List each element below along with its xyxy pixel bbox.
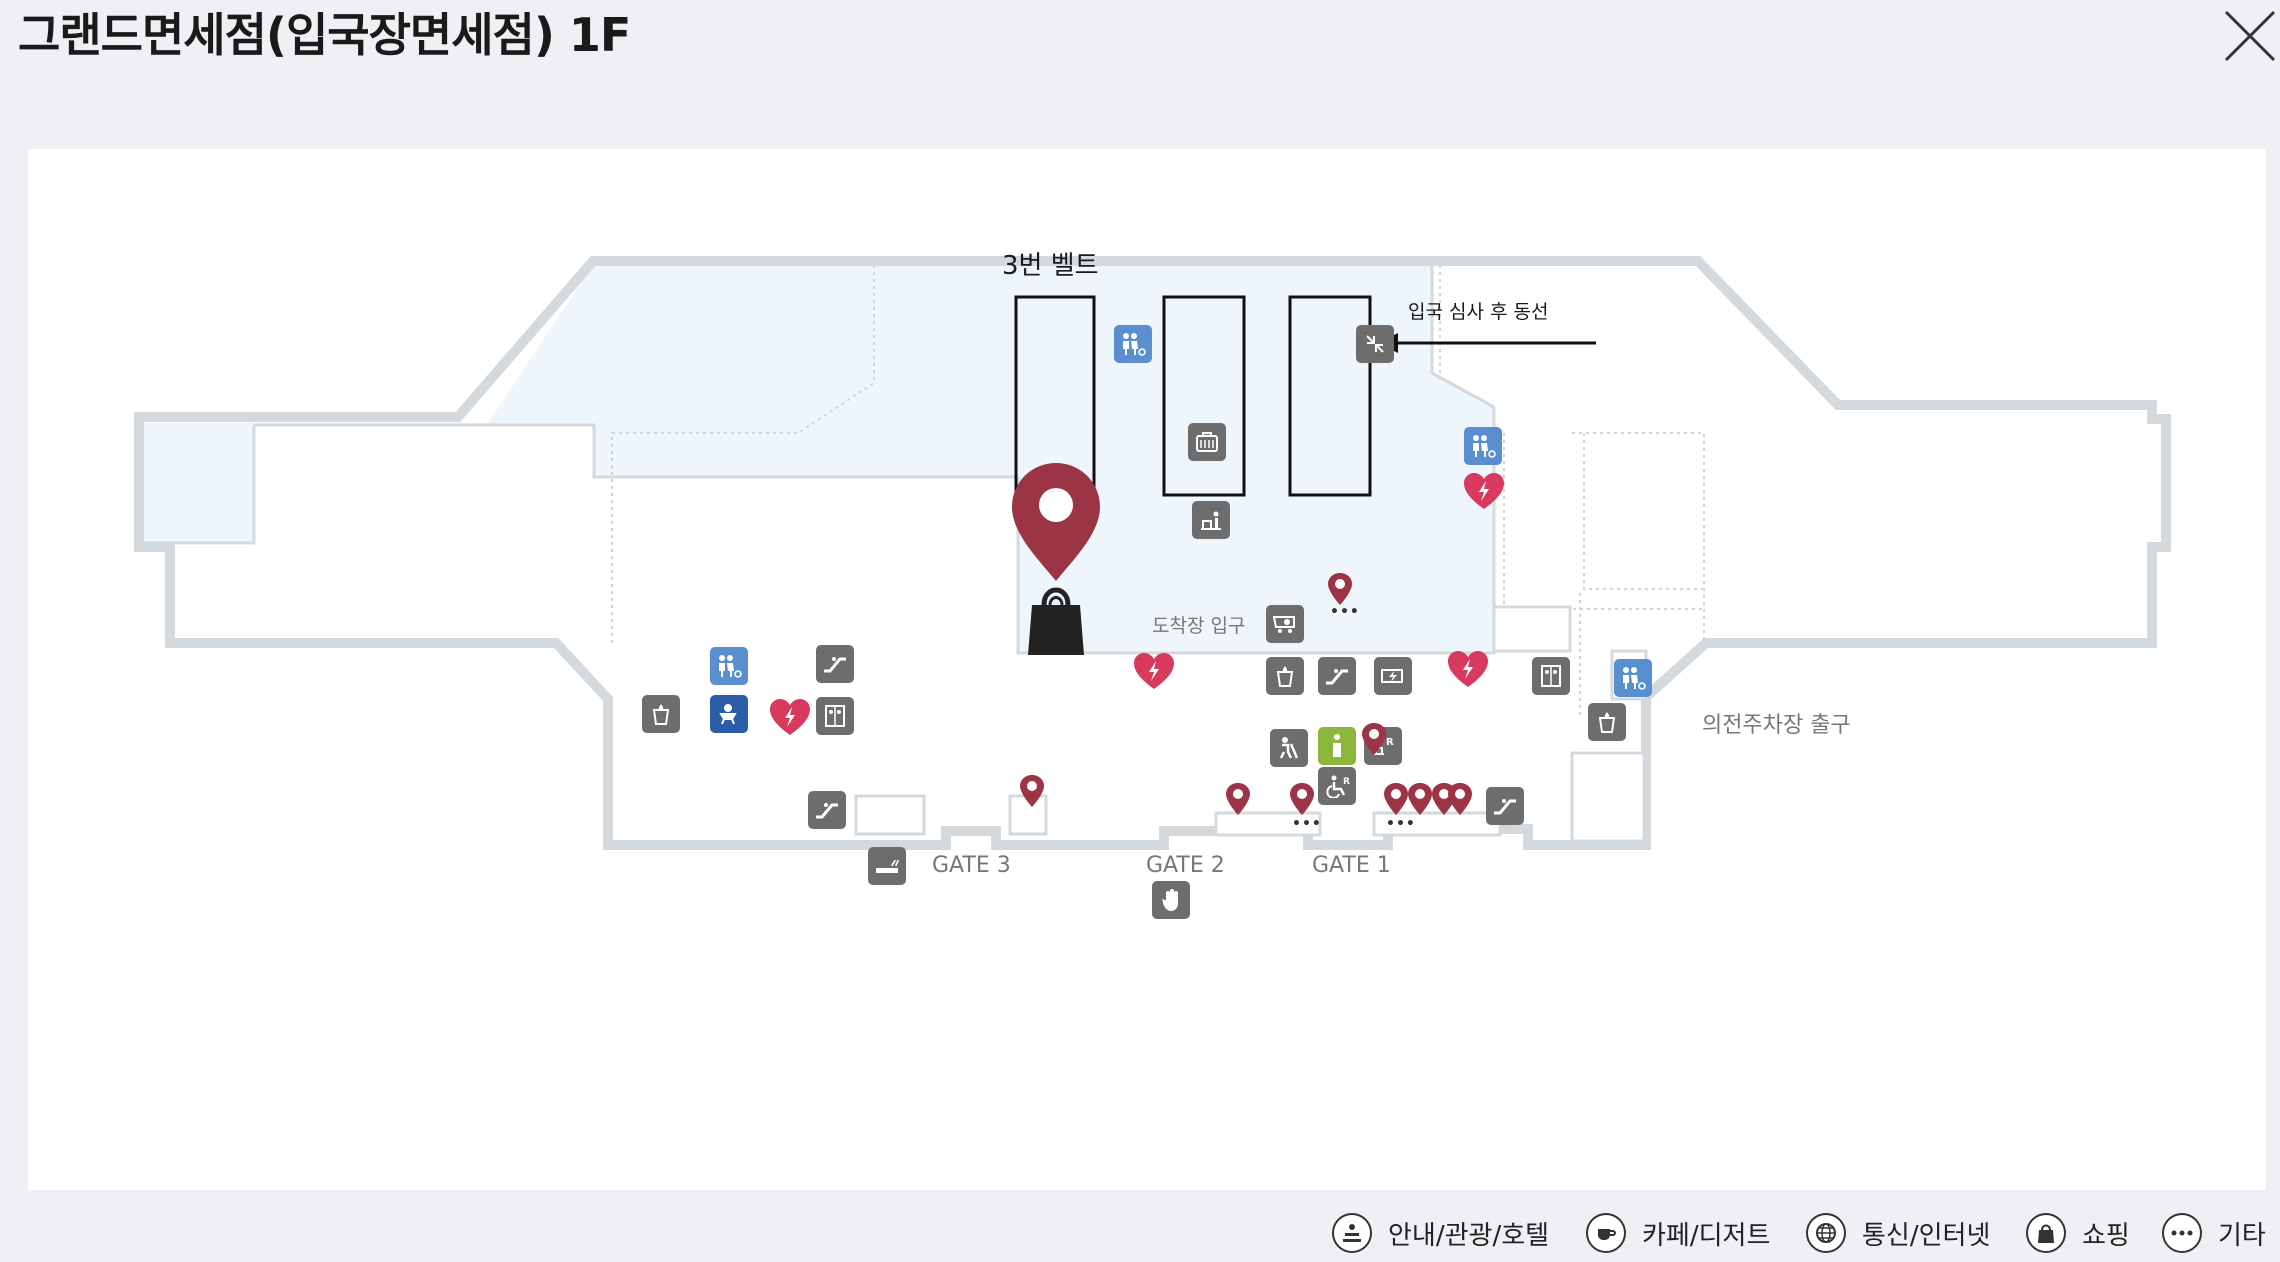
aed-icon[interactable] — [1448, 651, 1488, 689]
hand-sanitizer-icon[interactable] — [1152, 881, 1190, 919]
more-icon: ••• — [1386, 816, 1416, 832]
elevator-icon[interactable] — [1532, 657, 1570, 695]
arrival-entrance-label: 도착장 입구 — [1152, 615, 1246, 637]
cart-icon[interactable] — [1266, 605, 1304, 643]
legend-item-info[interactable]: 안내/관광/호텔 — [1332, 1210, 1549, 1256]
page-title: 그랜드면세점(입국장면세점) 1F — [18, 8, 631, 62]
legend-label: 통신/인터넷 — [1862, 1220, 1991, 1251]
poi-pin-icon[interactable] — [1408, 783, 1432, 815]
cafe-icon — [1586, 1213, 1626, 1253]
nursing-room-icon[interactable] — [710, 695, 748, 733]
poi-pin-icon[interactable] — [1362, 723, 1386, 755]
legend-label: 쇼핑 — [2082, 1220, 2130, 1251]
elevator-icon[interactable] — [816, 697, 854, 735]
poi-pin-icon[interactable] — [1328, 573, 1352, 605]
drinking-water-icon[interactable] — [642, 695, 680, 733]
shopping-bag-icon — [2026, 1213, 2066, 1253]
restroom-icon[interactable] — [1464, 427, 1502, 465]
more-icon: ••• — [1330, 604, 1360, 620]
room — [1570, 751, 1646, 843]
restricted-zone — [140, 261, 1494, 653]
interior-walls — [140, 261, 1496, 655]
baggage-belt — [1288, 295, 1372, 497]
location-pin — [1012, 463, 1100, 581]
poi-pin-icon[interactable] — [1448, 783, 1472, 815]
room — [854, 794, 926, 836]
svg-text:R: R — [1386, 737, 1394, 748]
drinking-water-icon[interactable] — [1588, 703, 1626, 741]
poi-pin-icon[interactable] — [1384, 783, 1408, 815]
floor-plan — [134, 256, 2171, 850]
parking-exit-label: 의전주차장 출구 — [1702, 713, 1851, 738]
legend-label: 기타 — [2218, 1220, 2266, 1251]
charging-icon[interactable] — [1374, 657, 1412, 695]
legend-label: 안내/관광/호텔 — [1388, 1220, 1550, 1251]
poi-pin-icon[interactable] — [1290, 783, 1314, 815]
restroom-icon[interactable] — [1114, 325, 1152, 363]
room — [1008, 794, 1048, 836]
info-desk-icon — [1332, 1213, 1372, 1253]
customs-icon[interactable] — [1356, 325, 1394, 363]
close-icon — [2224, 10, 2276, 62]
poi-pin-icon[interactable] — [1020, 775, 1044, 807]
restroom-icon[interactable] — [1614, 659, 1652, 697]
escalator-icon[interactable] — [808, 791, 846, 829]
gate-3-label: GATE 3 — [932, 853, 1011, 878]
baggage-icon[interactable] — [1188, 423, 1226, 461]
legend-item-cafe[interactable]: 카페/디저트 — [1586, 1210, 1770, 1256]
svg-text:R: R — [1343, 777, 1350, 787]
information-icon[interactable] — [1318, 727, 1356, 765]
gate-2-label: GATE 2 — [1146, 853, 1225, 878]
belt-label: 3번 벨트 — [1002, 251, 1099, 281]
legend-item-other[interactable]: 기타 — [2162, 1210, 2266, 1256]
drinking-water-icon[interactable] — [1266, 657, 1304, 695]
globe-icon — [1806, 1213, 1846, 1253]
legend-item-shopping[interactable]: 쇼핑 — [2026, 1210, 2130, 1256]
legend-item-internet[interactable]: 통신/인터넷 — [1806, 1210, 1990, 1256]
information-counter-icon[interactable] — [1192, 501, 1230, 539]
room — [1492, 605, 1572, 653]
accessibility-guide-icon[interactable] — [1270, 729, 1308, 767]
more-icon — [2162, 1213, 2202, 1253]
accessible-service-icon[interactable]: R — [1318, 767, 1356, 805]
escalator-icon[interactable] — [816, 645, 854, 683]
gate-1-label: GATE 1 — [1312, 853, 1391, 878]
more-icon: ••• — [1292, 816, 1322, 832]
route-label: 입국 심사 후 동선 — [1408, 301, 1549, 323]
store-shopping-bag-icon — [1028, 587, 1084, 655]
aed-icon[interactable] — [770, 699, 810, 737]
poi-pin-icon[interactable] — [1226, 783, 1250, 815]
baggage-belt — [1162, 295, 1246, 497]
smoking-area-icon[interactable] — [868, 847, 906, 885]
escalator-icon[interactable] — [1486, 787, 1524, 825]
restroom-icon[interactable] — [710, 647, 748, 685]
legend-label: 카페/디저트 — [1642, 1220, 1771, 1251]
escalator-icon[interactable] — [1318, 657, 1356, 695]
close-button[interactable] — [2220, 6, 2280, 66]
map-panel[interactable]: 3번 벨트 입국 심사 후 동선 도착장 입구 의전주차장 출구 GATE 3 … — [28, 149, 2266, 1190]
room — [1214, 811, 1322, 837]
aed-icon[interactable] — [1134, 653, 1174, 691]
aed-icon[interactable] — [1464, 473, 1504, 511]
